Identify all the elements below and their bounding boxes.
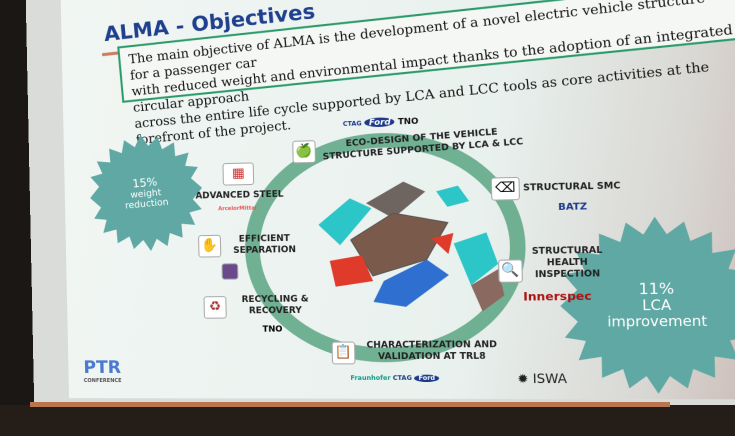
ctag-logo: CTAG xyxy=(342,120,362,129)
burst-label: weight reduction xyxy=(124,188,170,212)
recycling-label: RECYCLING & RECOVERY xyxy=(241,294,309,317)
batz-logo: BATZ xyxy=(558,201,588,214)
iswa-text: ISWA xyxy=(532,371,568,387)
efficient-separation-label: EFFICIENT SEPARATION xyxy=(233,233,297,257)
bottom-logos: Fraunhofer CTAG Ford xyxy=(350,374,440,383)
lca-improvement-burst: 11% LCA improvement xyxy=(558,215,735,394)
purple-logo xyxy=(221,263,239,280)
checklist-icon: 📋 xyxy=(331,341,356,365)
characterization-label: CHARACTERIZATION AND VALIDATION AT TRL8 xyxy=(366,339,498,363)
screen-bottom-bar xyxy=(30,402,670,407)
ford-logo: Ford xyxy=(364,117,395,128)
structural-smc-label: STRUCTURAL SMC xyxy=(522,180,621,194)
conference-logo-text: PTR xyxy=(83,357,122,379)
tno-logo: TNO xyxy=(262,324,283,334)
arcelormittal-logo: ArcelorMittal xyxy=(218,205,257,213)
projector-screen: ALMA - Objectives The main objective of … xyxy=(25,0,735,418)
top-logos: CTAG Ford TNO xyxy=(343,116,419,128)
health-inspection-label: STRUCTURAL HEALTH INSPECTION xyxy=(531,245,603,281)
burst-value: 11% xyxy=(638,280,675,298)
ford-logo: Ford xyxy=(414,374,440,383)
steel-icon: ▦ xyxy=(222,162,255,186)
ctag-logo: CTAG xyxy=(392,374,412,383)
fraunhofer-logo: Fraunhofer xyxy=(350,374,391,383)
exploded-vehicle-structure-image xyxy=(317,181,505,312)
conference-logo: PTR CONFERENCE xyxy=(83,358,121,384)
advanced-steel-label: ADVANCED STEEL xyxy=(195,189,284,202)
conference-sub: CONFERENCE xyxy=(83,377,122,385)
innerspec-logo: Innerspec xyxy=(523,289,592,304)
room-floor xyxy=(0,405,735,436)
burst-label: LCA improvement xyxy=(607,297,708,331)
hands-icon: ✋ xyxy=(198,234,222,258)
iswa-logo: ✹ ISWA xyxy=(517,371,568,387)
smc-icon: ⌫ xyxy=(490,176,521,201)
apple-icon: 🍏 xyxy=(292,140,316,164)
magnifier-icon: 🔍 xyxy=(498,259,523,283)
slide: ALMA - Objectives The main objective of … xyxy=(60,0,735,400)
tno-logo: TNO xyxy=(397,116,419,127)
recycle-icon: ♻ xyxy=(203,296,227,319)
